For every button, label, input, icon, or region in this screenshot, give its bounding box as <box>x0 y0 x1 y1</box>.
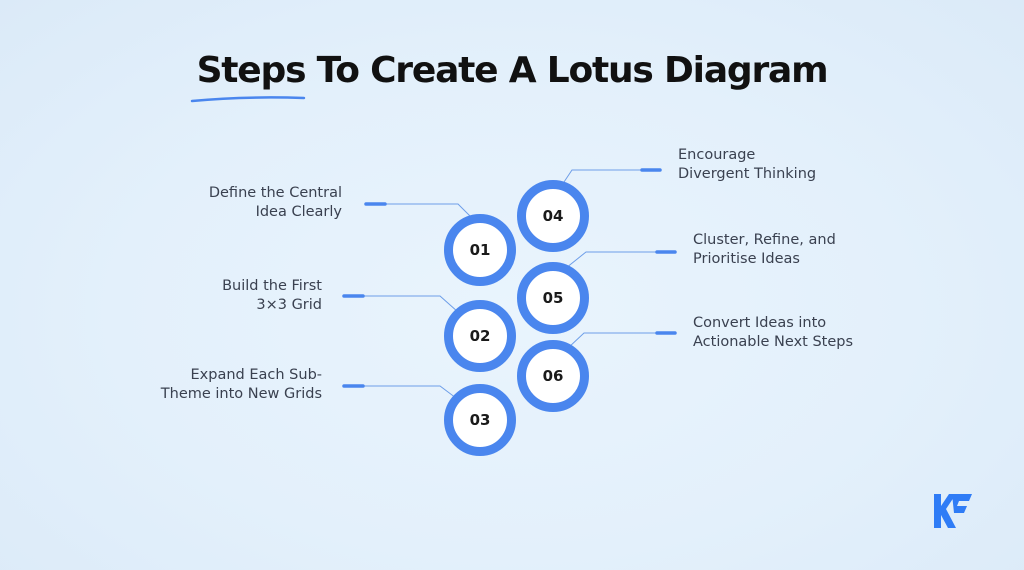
step-number: 05 <box>542 289 564 307</box>
step-circle-01: 01 <box>444 214 516 286</box>
step-label-line: Define the Central <box>208 185 342 201</box>
step-label-01: Define the Central Idea Clearly <box>209 184 342 222</box>
step-label-03: Expand Each Sub- Theme into New Grids <box>161 366 322 404</box>
connector-line-02 <box>343 295 459 313</box>
step-number: 04 <box>542 207 564 225</box>
step-label-line: Theme into New Grids <box>160 386 322 402</box>
connector-line-05 <box>565 251 676 269</box>
title-underline <box>190 96 306 103</box>
step-label-line: Build the First <box>222 278 322 294</box>
step-label-06: Convert Ideas into Actionable Next Steps <box>693 314 853 352</box>
step-circle-05: 05 <box>517 262 589 334</box>
step-label-line: 3×3 Grid <box>256 297 322 313</box>
connector-line-06 <box>567 332 676 349</box>
step-label-line: Idea Clearly <box>255 204 342 220</box>
step-circle-06: 06 <box>517 340 589 412</box>
connector-line-01 <box>365 203 473 219</box>
step-circle-02: 02 <box>444 300 516 372</box>
step-label-line: Prioritise Ideas <box>693 251 800 267</box>
step-label-line: Cluster, Refine, and <box>693 232 836 248</box>
step-label-line: Divergent Thinking <box>678 166 817 182</box>
step-label-02: Build the First 3×3 Grid <box>222 277 322 315</box>
page-title: Steps To Create A Lotus Diagram <box>196 50 829 91</box>
step-number: 03 <box>469 411 491 429</box>
step-circle-04: 04 <box>517 180 589 252</box>
step-number: 02 <box>469 327 491 345</box>
step-label-line: Actionable Next Steps <box>693 334 854 350</box>
step-number: 01 <box>469 241 491 259</box>
step-label-05: Cluster, Refine, and Prioritise Ideas <box>693 231 836 269</box>
step-label-line: Encourage <box>678 147 756 163</box>
step-label-line: Convert Ideas into <box>693 315 827 331</box>
step-label-line: Expand Each Sub- <box>190 367 322 383</box>
step-circle-03: 03 <box>444 384 516 456</box>
step-label-04: Encourage Divergent Thinking <box>678 146 816 184</box>
step-number: 06 <box>542 367 564 385</box>
connector-line-03 <box>343 385 457 399</box>
kf-logo-icon <box>934 494 972 528</box>
